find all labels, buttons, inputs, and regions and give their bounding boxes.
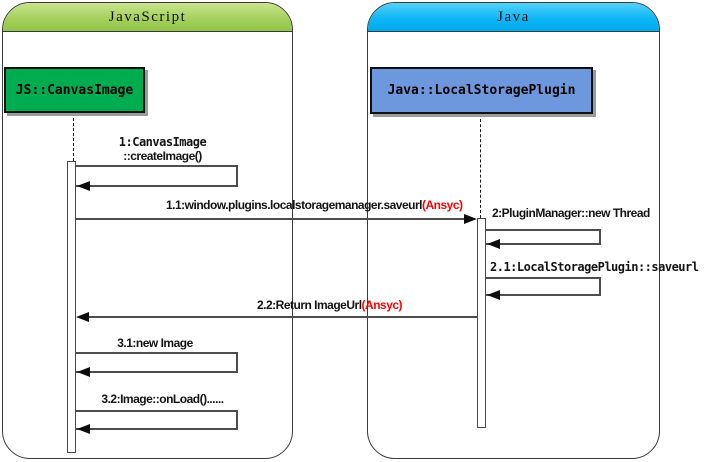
message-2-2-label: 2.2:Return ImageUrl(Ansyc): [257, 298, 403, 312]
message-1-1-text: 1.1:window.plugins.localstoragemanager.s…: [166, 198, 422, 212]
message-1-1-label: 1.1:window.plugins.localstoragemanager.s…: [166, 198, 463, 212]
activation-bar-java: [477, 218, 486, 428]
message-3-2-self-arrow: [76, 410, 238, 430]
message-3-1-self-arrow: [76, 352, 238, 373]
message-2-label: 2:PluginManager::new Thread: [492, 206, 650, 220]
message-3-1-label: 3.1:new Image: [117, 336, 193, 350]
lifeline-java-localstorageplugin: [480, 114, 481, 218]
message-2-self-arrow: [486, 229, 601, 245]
message-1-1-async-suffix: (Ansyc): [421, 198, 463, 212]
message-2-2-arrow-line: [89, 316, 477, 318]
message-3-1-arrowhead-icon: [77, 367, 90, 377]
object-java-localstorageplugin-label: Java::LocalStoragePlugin: [387, 83, 576, 98]
message-2-2-async-suffix: (Ansyc): [361, 298, 403, 312]
message-1-arrowhead-icon: [77, 181, 90, 191]
message-3-2-label: 3.2:Image::onLoad()......: [101, 392, 224, 406]
frame-javascript-title: JavaScript: [108, 8, 187, 25]
message-3-2-arrowhead-icon: [77, 424, 90, 434]
lifeline-js-canvasimage: [73, 113, 74, 161]
message-1-label-line2: ::createImage(): [123, 149, 202, 163]
message-2-1-label: 2.1:LocalStoragePlugin::saveurl: [490, 260, 699, 274]
message-1-1-arrow-line: [76, 218, 466, 220]
message-2-1-self-arrow: [486, 277, 601, 296]
message-2-2-text: 2.2:Return ImageUrl: [257, 298, 362, 312]
object-js-canvasimage: JS::CanvasImage: [4, 67, 145, 113]
message-2-arrowhead-icon: [487, 239, 500, 249]
activation-bar-js: [67, 161, 76, 453]
frame-javascript-header: JavaScript: [3, 3, 292, 32]
message-1-1-arrowhead-icon: [464, 214, 477, 224]
object-java-localstorageplugin: Java::LocalStoragePlugin: [370, 67, 593, 114]
message-1-self-arrow: [76, 165, 238, 187]
message-2-2-arrowhead-icon: [76, 312, 89, 322]
frame-java-title: Java: [497, 8, 530, 25]
frame-java-header: Java: [368, 3, 659, 32]
message-2-1-arrowhead-icon: [487, 290, 500, 300]
object-js-canvasimage-label: JS::CanvasImage: [15, 82, 134, 98]
message-1-label-line1: 1:CanvasImage: [118, 135, 207, 149]
